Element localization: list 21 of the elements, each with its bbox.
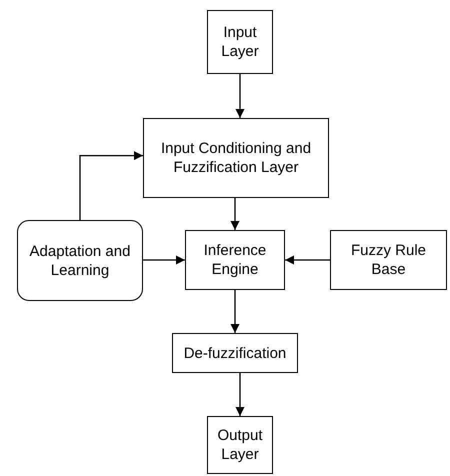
node-text: De-fuzzification [182,344,288,362]
process-box [143,118,329,198]
arrow [143,256,185,264]
node-text: Inference Engine [202,241,268,279]
process-box [330,230,447,290]
node-text: Output Layer [216,426,264,464]
process-box [207,416,273,474]
node-text: Fuzzy Rule Base [350,241,428,279]
process-box [185,230,285,290]
process-box [172,333,298,373]
node-text: Adaptation and Learning [28,242,132,280]
arrow [236,373,244,416]
arrow [236,74,244,118]
arrow [230,290,240,333]
node-text: Input Conditioning and Fuzzification Layer [160,139,312,177]
rounded-process-box [17,220,143,301]
process-box [207,10,273,74]
arrow [230,198,240,230]
arrow [79,151,143,220]
arrow [285,256,330,264]
node-text: Input Layer [220,23,260,61]
